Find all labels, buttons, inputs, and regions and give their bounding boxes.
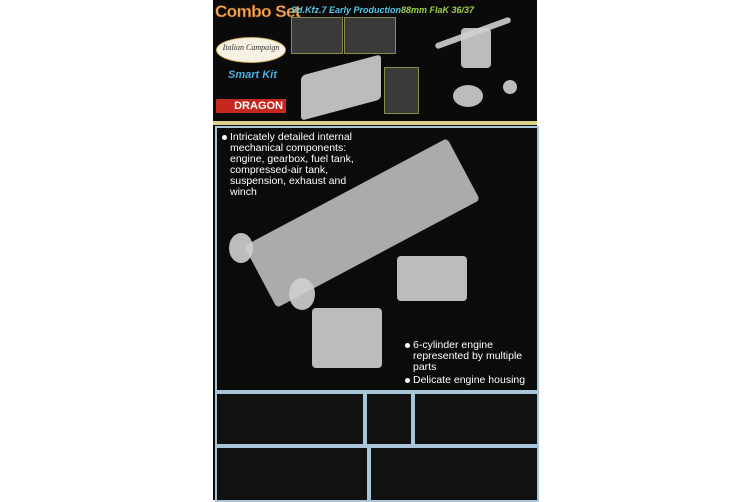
feature-item: Intricately detailed internal mechanical… xyxy=(222,132,372,198)
feature-item: 6-cylinder engine represented by multipl… xyxy=(405,340,535,373)
parts-thumb xyxy=(384,67,419,114)
vehicle-thumb-2 xyxy=(344,17,396,54)
product-sheet: Combo Set Sd.Kfz.7 Early Production 88mm… xyxy=(213,0,539,502)
tyre-model-image xyxy=(503,80,517,94)
dragon-logo: DRAGON xyxy=(216,99,286,113)
steering-detail-panel xyxy=(215,392,365,446)
front-wheel-image xyxy=(229,233,253,263)
feature-list-bottom: 6-cylinder engine represented by multipl… xyxy=(405,340,535,386)
gun-title: 88mm FlaK 36/37 xyxy=(401,5,475,15)
vehicle-thumb-1 xyxy=(291,17,343,54)
header-section: Combo Set Sd.Kfz.7 Early Production 88mm… xyxy=(213,0,537,125)
chassis-detail-panel: Intricately detailed internal mechanical… xyxy=(215,126,539,392)
feature-list-top: Intricately detailed internal mechanical… xyxy=(222,132,372,198)
combo-set-title: Combo Set xyxy=(215,2,301,22)
suspension-detail-panel xyxy=(413,392,539,446)
engine-parts-image xyxy=(397,256,467,301)
smart-kit-logo: Smart Kit xyxy=(228,69,277,81)
flak-carriage-model-image xyxy=(461,28,491,68)
wheel-detail-panel xyxy=(365,392,413,446)
campaign-badge: Italian Campaign xyxy=(216,37,286,63)
vehicle-title: Sd.Kfz.7 Early Production xyxy=(291,5,402,15)
roadwheel-detail-panel xyxy=(369,446,539,502)
fender-detail-panel xyxy=(215,446,369,502)
front-wheel-image-2 xyxy=(289,278,315,310)
engine-model-image xyxy=(312,308,382,368)
feature-item: Delicate engine housing xyxy=(405,375,535,386)
bogie-model-image xyxy=(453,85,483,107)
halftrack-model-image xyxy=(301,54,381,121)
